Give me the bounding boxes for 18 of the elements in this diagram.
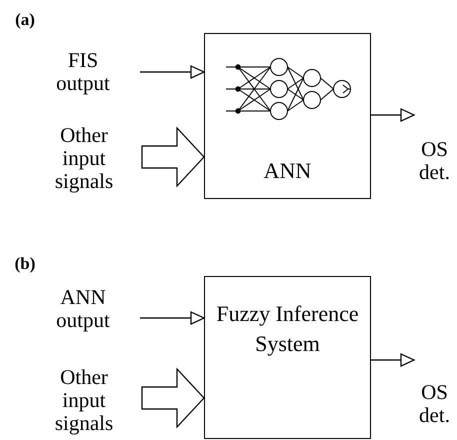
panel-label: (b) <box>14 253 36 275</box>
box-title: ANN <box>264 157 312 185</box>
input-label: Other input signals <box>54 366 114 434</box>
output-label: OS det. <box>418 381 451 427</box>
panel-label: (a) <box>14 9 36 31</box>
input-label: ANN output <box>55 286 111 332</box>
block-arrow <box>141 126 205 188</box>
block-arrow <box>141 367 205 429</box>
process-box <box>204 276 371 439</box>
arrow <box>140 65 205 79</box>
arrow <box>371 108 415 122</box>
arrow <box>140 311 205 325</box>
box-title: Fuzzy Inference System <box>215 300 360 358</box>
process-box <box>204 33 371 199</box>
input-label: FIS output <box>55 49 111 95</box>
arrow <box>371 353 415 367</box>
input-label: Other input signals <box>54 124 114 192</box>
output-label: OS det. <box>418 138 451 184</box>
